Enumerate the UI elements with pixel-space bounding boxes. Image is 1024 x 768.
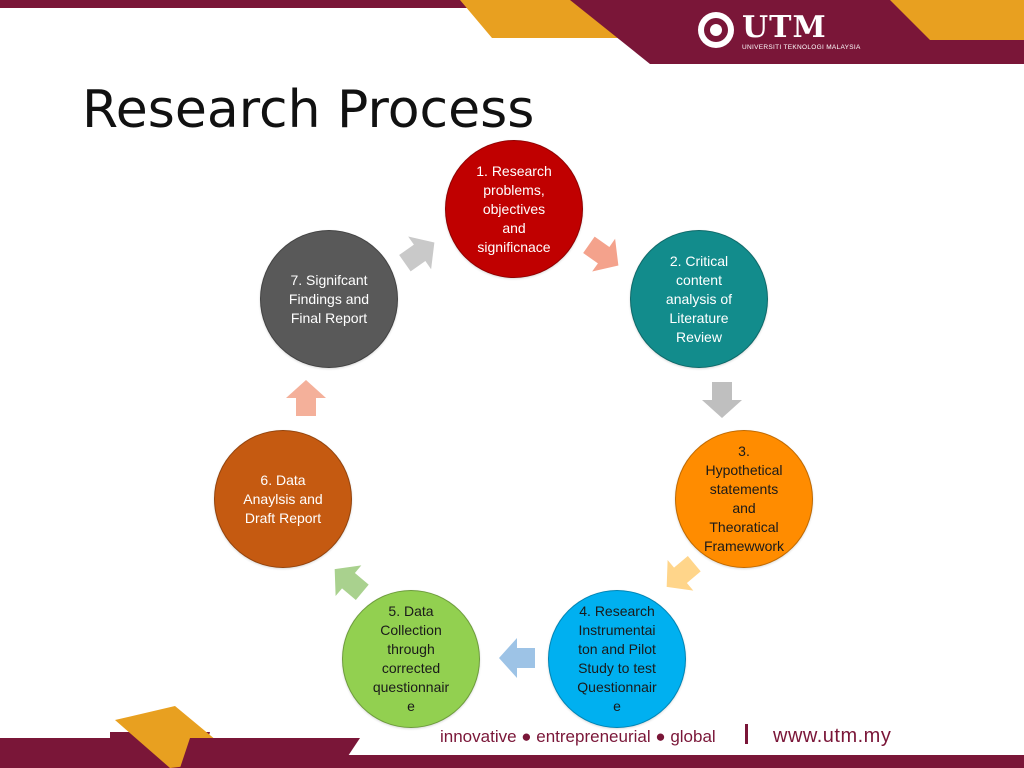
cycle-node-label: 6. Data Anaylsis and Draft Report bbox=[243, 471, 323, 526]
cycle-arrow-4 bbox=[499, 638, 535, 678]
cycle-arrow-1 bbox=[583, 236, 619, 272]
slide-title: Research Process bbox=[82, 80, 535, 140]
footer-url: www.utm.my bbox=[773, 725, 892, 747]
cycle-node-3: 3. Hypothetical statements and Theoratic… bbox=[675, 430, 813, 568]
cycle-node-2: 2. Critical content analysis of Literatu… bbox=[630, 230, 768, 368]
cycle-node-5: 5. Data Collection through corrected que… bbox=[342, 590, 480, 728]
cycle-arrow-2 bbox=[702, 382, 742, 418]
logo-subtitle: UNIVERSITI TEKNOLOGI MALAYSIA bbox=[742, 44, 861, 51]
university-crest-icon bbox=[698, 12, 734, 48]
cycle-node-6: 6. Data Anaylsis and Draft Report bbox=[214, 430, 352, 568]
cycle-arrow-5 bbox=[334, 565, 369, 600]
cycle-node-label: 2. Critical content analysis of Literatu… bbox=[665, 252, 733, 345]
footer-tagline: innovative ● entrepreneurial ● global bbox=[440, 727, 716, 746]
cycle-node-label: 4. Research Instrumentai ton and Pilot S… bbox=[577, 603, 657, 714]
cycle-arrow-6 bbox=[286, 380, 326, 416]
cycle-arrow-3 bbox=[666, 556, 701, 591]
cycle-node-7: 7. Signifcant Findings and Final Report bbox=[260, 230, 398, 368]
cycle-node-label: 7. Signifcant Findings and Final Report bbox=[288, 271, 370, 326]
cycle-node-4: 4. Research Instrumentai ton and Pilot S… bbox=[548, 590, 686, 728]
cycle-node-label: 1. Research problems, objectives and sig… bbox=[476, 162, 552, 255]
utm-logo: UTM UNIVERSITI TEKNOLOGI MALAYSIA bbox=[696, 8, 860, 58]
cycle-arrow-7 bbox=[399, 236, 435, 272]
cycle-node-1: 1. Research problems, objectives and sig… bbox=[445, 140, 583, 278]
footer-divider bbox=[745, 724, 748, 744]
cycle-node-label: 3. Hypothetical statements and Theoratic… bbox=[703, 443, 785, 554]
logo-wordmark: UTM bbox=[742, 10, 827, 45]
cycle-node-label: 5. Data Collection through corrected que… bbox=[372, 603, 450, 714]
